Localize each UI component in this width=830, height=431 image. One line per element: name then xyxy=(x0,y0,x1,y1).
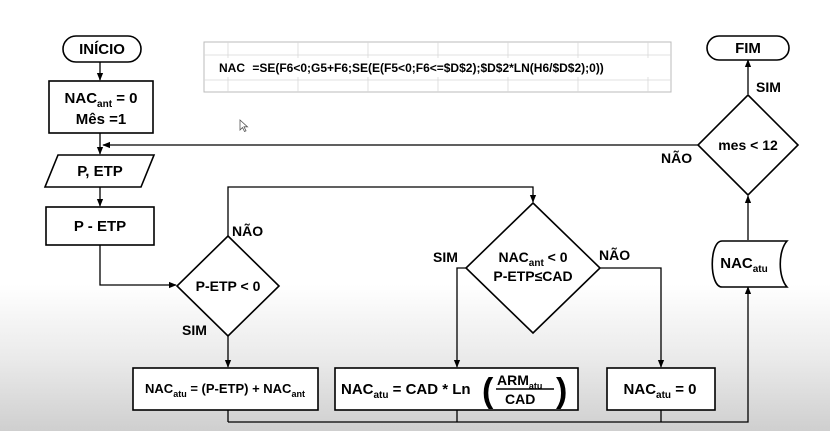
process-nac-sum: NACatu = (P-ETP) + NACant xyxy=(132,367,319,411)
storage-nac-atu: NACatu xyxy=(711,240,789,288)
decision3-label: mes < 12 xyxy=(718,137,778,153)
decision-month-loop: mes < 12 SIM NÃO xyxy=(661,79,800,197)
diff-label: P - ETP xyxy=(74,218,126,235)
process2-right-paren: ) xyxy=(556,372,567,410)
start-label: INÍCIO xyxy=(79,41,125,58)
process2-denominator: CAD xyxy=(505,391,535,407)
svg-text:NAC =SE(F6<0;G5+F6;SE(E(: NAC =SE(F6<0;G5+F6;SE(E(F5<0;F6<=$D$2);$… xyxy=(219,61,604,75)
decision1-no-label: NÃO xyxy=(232,222,263,239)
formula-prefix: NAC xyxy=(219,61,245,75)
decision1-yes-label: SIM xyxy=(182,322,207,338)
process2-numerator: ARMatu xyxy=(497,372,542,391)
end-terminal: FIM xyxy=(706,35,790,61)
init-line2: Mês =1 xyxy=(76,111,126,128)
process2-left-paren: ( xyxy=(482,372,494,410)
mouse-pointer-icon xyxy=(239,119,249,133)
decision-accumulated-negative: NACant < 0 P-ETP≤CAD SIM NÃO xyxy=(433,201,630,335)
decision1-label: P-ETP < 0 xyxy=(196,278,261,294)
process3-label: NACatu = 0 xyxy=(624,381,697,401)
storage-label: NACatu xyxy=(720,255,768,275)
process1-label: NACatu = (P-ETP) + NACant xyxy=(145,381,305,399)
diff-process: P - ETP xyxy=(45,206,155,246)
input-data: P, ETP xyxy=(43,154,156,188)
decision3-yes-label: SIM xyxy=(756,79,781,95)
init-process: NACant = 0 Mês =1 xyxy=(48,80,154,134)
start-terminal: INÍCIO xyxy=(62,35,142,63)
process-nac-zero: NACatu = 0 xyxy=(606,367,716,411)
end-label: FIM xyxy=(735,40,761,57)
decision2-line2: P-ETP≤CAD xyxy=(493,268,572,284)
decision2-no-label: NÃO xyxy=(599,246,630,263)
decision2-yes-label: SIM xyxy=(433,249,458,265)
init-line1: NACant = 0 xyxy=(65,90,138,110)
formula-box: NAC =SE(F6<0;G5+F6;SE(E(F5<0;F6<=$D$2);$… xyxy=(203,41,672,93)
process2-label: NACatu = CAD * Ln xyxy=(341,381,471,401)
formula-text: =SE(F6<0;G5+F6;SE(E(F5<0;F6<=$D$2);$D$2*… xyxy=(252,61,603,75)
decision2-line1: NACant < 0 xyxy=(498,249,567,269)
decision3-no-label: NÃO xyxy=(661,149,692,166)
decision-negative-balance: P-ETP < 0 NÃO SIM xyxy=(175,222,281,338)
input-label: P, ETP xyxy=(77,163,123,180)
process-nac-ln: NACatu = CAD * Ln ( ARMatu CAD ) xyxy=(334,367,579,411)
